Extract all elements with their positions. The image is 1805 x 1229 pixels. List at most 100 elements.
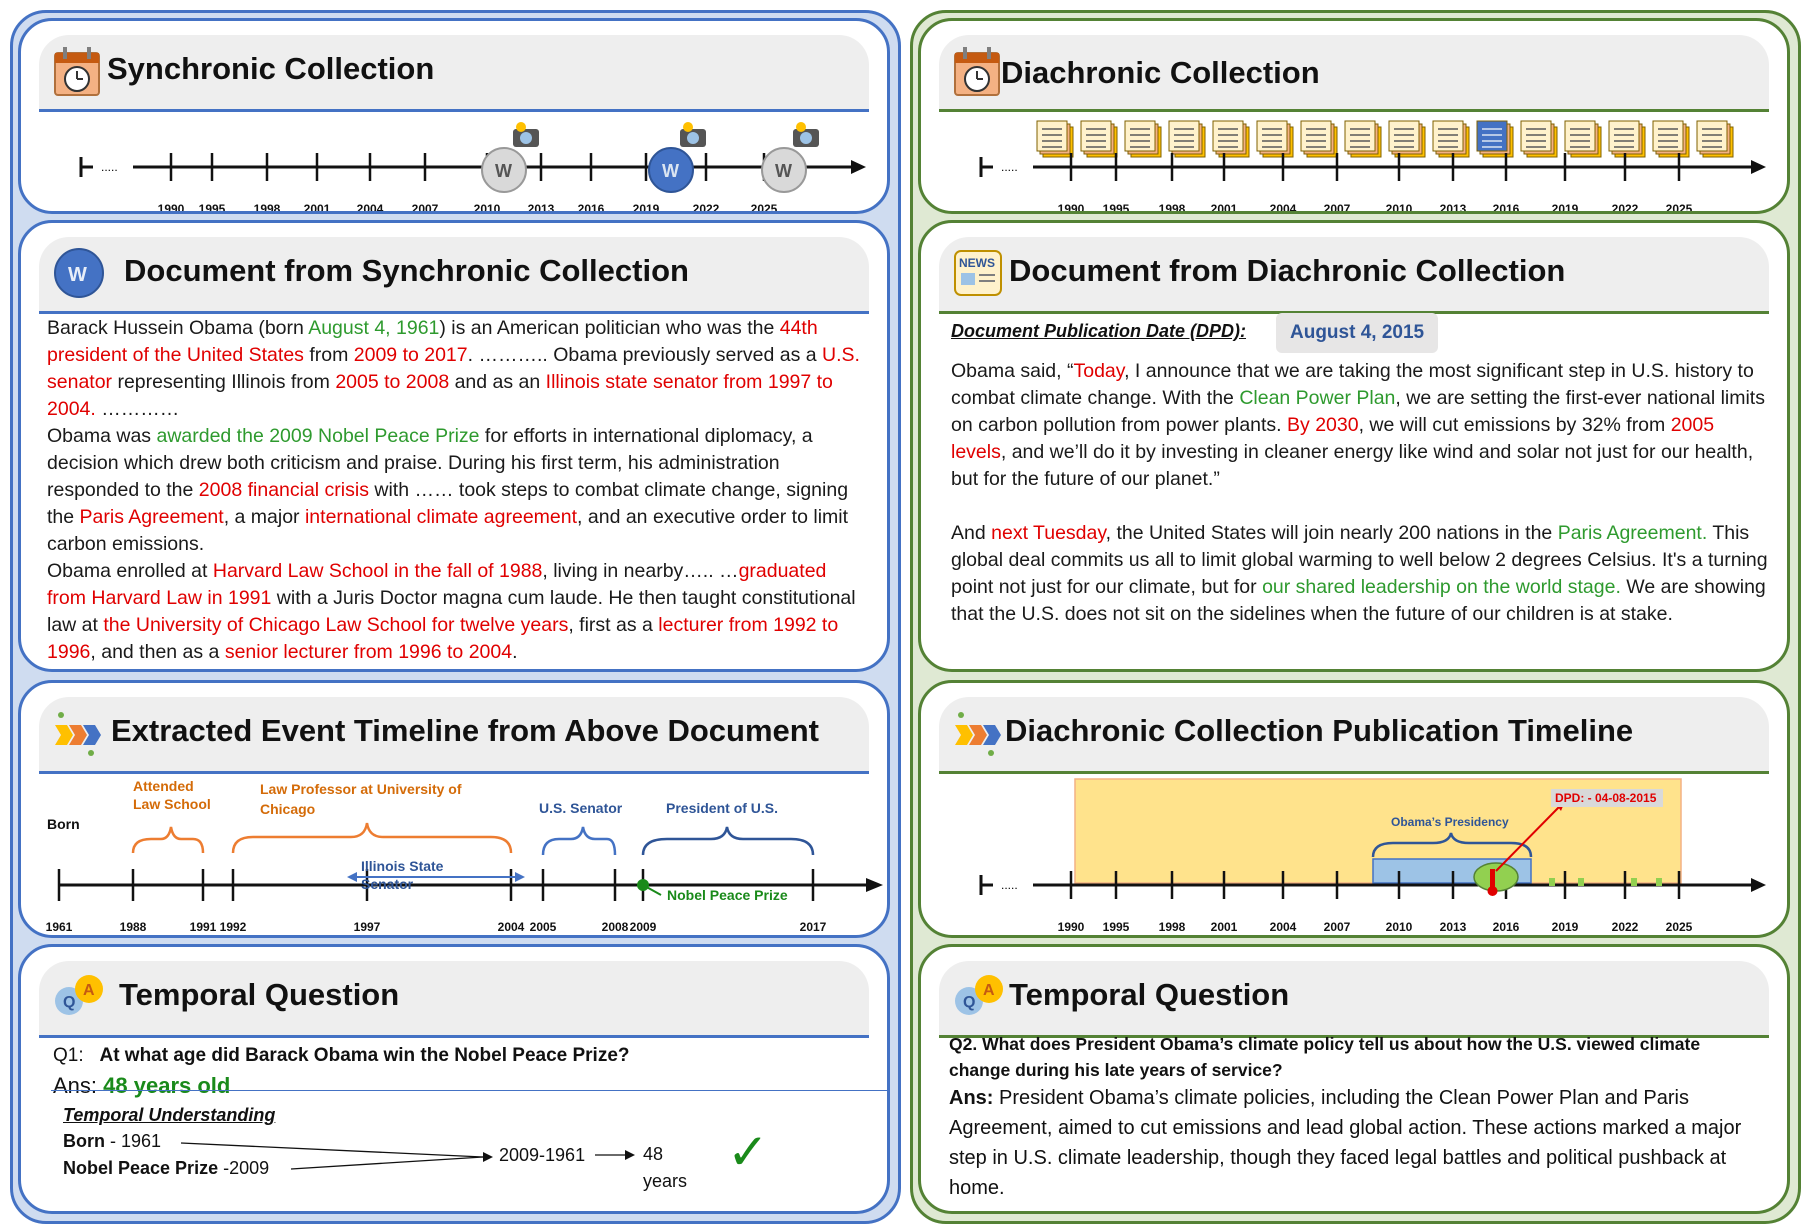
timeline-tick-label: 2016 <box>1493 202 1520 214</box>
extracted-timeline-card: Extracted Event Timeline from Above Docu… <box>18 680 890 938</box>
timeline-tick-label: 2007 <box>412 202 439 214</box>
highlight-temporal: international climate agreement <box>304 506 578 528</box>
timeline-tick-label: 2025 <box>1666 920 1693 934</box>
attended-label-2: Law School <box>133 796 211 812</box>
svg-text:A: A <box>83 982 95 999</box>
answer-line: Ans: 48 years old <box>53 1073 230 1099</box>
card-header: NEWS Document from Diachronic Collection <box>939 237 1769 314</box>
result-unit: years <box>643 1171 688 1191</box>
highlight-event: awarded the 2009 Nobel Peace Prize <box>156 425 480 447</box>
timeline-tick-label: 2004 <box>357 202 384 214</box>
timeline-tick-label: 2022 <box>1612 202 1639 214</box>
us-senator-label: U.S. Senator <box>539 800 623 816</box>
news-icon-text: NEWS <box>959 256 995 270</box>
document-text: Barack Hussein Obama (born August 4, 196… <box>47 315 869 666</box>
text-run: ………… <box>95 398 180 420</box>
card-title: Diachronic Collection Publication Timeli… <box>1005 713 1634 748</box>
professor-label: Law Professor at University of <box>260 781 462 797</box>
card-header: Synchronic Collection <box>39 35 869 112</box>
timeline-tick-label: 2019 <box>633 202 660 214</box>
timeline-tick-label: 2017 <box>800 920 827 934</box>
highlight-temporal: Illinois state senator from 1997 to 2004… <box>47 371 833 420</box>
card-header: W Document from Synchronic Collection <box>39 237 869 314</box>
timeline-tick-label: 2001 <box>1211 202 1238 214</box>
dpd-value-badge: August 4, 2015 <box>1276 313 1439 353</box>
camera-icon <box>513 122 539 147</box>
camera-icon <box>680 122 706 147</box>
text-run: for efforts in international diplomacy, … <box>47 425 813 501</box>
card-header: Extracted Event Timeline from Above Docu… <box>39 697 869 774</box>
president-label: President of U.S. <box>666 800 778 816</box>
result-value: 48 <box>643 1144 664 1164</box>
timeline-tick-label: 2025 <box>751 202 778 214</box>
question-text: At what age did Barack Obama win the Nob… <box>99 1045 630 1066</box>
highlight-event: our shared leadership on the world stage… <box>1262 576 1621 598</box>
highlight-temporal: senior lecturer from 1996 to 2004 <box>224 641 513 663</box>
document-icon <box>1608 120 1640 152</box>
calculation: 2009-1961 <box>499 1145 586 1165</box>
highlight-temporal: the University of Chicago Law School for… <box>103 614 569 636</box>
question-text: Q2. What does President Obama’s climate … <box>949 1034 1701 1080</box>
born-fact-value: - 1961 <box>105 1131 162 1151</box>
text-run: Barack Hussein Obama (born <box>47 317 309 339</box>
qa-bubbles-icon: Q A <box>55 975 103 1015</box>
text-run: , first as a <box>568 614 659 636</box>
highlight-temporal: graduated from Harvard Law in 1991 <box>47 560 827 609</box>
timeline-tick-label: 1991 <box>190 920 217 934</box>
question-line: Q1: At what age did Barack Obama win the… <box>53 1045 630 1067</box>
illinois-senator-label-2: Senator <box>361 876 414 892</box>
text-run: Obama enrolled at <box>47 560 213 582</box>
card-header: Diachronic Collection Publication Timeli… <box>939 697 1769 774</box>
text-run: , we are setting the first-ever national… <box>951 387 1765 436</box>
timeline-tick-label: 1992 <box>220 920 247 934</box>
document-icon <box>1476 120 1508 152</box>
document-icon <box>1432 120 1464 152</box>
timeline-tick-label: 2007 <box>1324 202 1351 214</box>
timeline-tick-label: 1998 <box>1159 920 1186 934</box>
highlight-temporal: 2009 to 2017 <box>353 344 468 366</box>
card-header: Diachronic Collection <box>939 35 1769 112</box>
question-label: Q1: <box>53 1045 84 1066</box>
document-icon <box>1520 120 1552 152</box>
answer-value: 48 years old <box>103 1073 231 1098</box>
text-run: , living in nearby….. … <box>542 560 739 582</box>
timeline-tick-label: 2010 <box>1386 920 1413 934</box>
document-icon <box>1080 120 1112 152</box>
timeline-tick-label: 1990 <box>1058 920 1085 934</box>
card-title: Temporal Question <box>1009 977 1290 1012</box>
timeline-tick-label: 2022 <box>693 202 720 214</box>
publication-timeline-card: Diachronic Collection Publication Timeli… <box>918 680 1790 938</box>
svg-text:Q: Q <box>963 994 975 1011</box>
born-label: Born <box>47 816 80 832</box>
document-icon <box>1564 120 1596 152</box>
highlight-temporal: 44th president of the United States <box>47 317 818 366</box>
timeline-tick-label: 2001 <box>1211 920 1238 934</box>
wikipedia-globe-icon: W <box>481 147 527 193</box>
text-run: We are showing that the U.S. does not si… <box>951 576 1766 625</box>
wikipedia-globe-icon: W <box>54 248 104 298</box>
svg-text:A: A <box>983 982 995 999</box>
document-icon <box>1300 120 1332 152</box>
highlight-temporal: Paris Agreement <box>79 506 224 528</box>
timeline-start-dots: ..... <box>1001 160 1018 174</box>
card-title: Document from Synchronic Collection <box>124 253 689 288</box>
svg-text:W: W <box>495 161 512 181</box>
timeline-tick-label: 2022 <box>1612 920 1639 934</box>
timeline-tick-label: 1995 <box>1103 920 1130 934</box>
temporal-question-card-left: Q A Temporal Question Q1: At what age di… <box>18 944 890 1214</box>
newspaper-icon: NEWS <box>954 250 1002 296</box>
wikipedia-globe-icon-highlighted: W <box>648 147 694 193</box>
timeline-tick-label: 1990 <box>1058 202 1085 214</box>
born-fact: Born - 1961 <box>63 1131 161 1152</box>
document-icon <box>1388 120 1420 152</box>
divider-line <box>51 1090 887 1091</box>
text-run: And <box>951 522 992 544</box>
text-run: . <box>512 641 518 663</box>
text-run: , and then as a <box>90 641 225 663</box>
text-run: , we will cut emissions by 32% from <box>1358 414 1671 436</box>
